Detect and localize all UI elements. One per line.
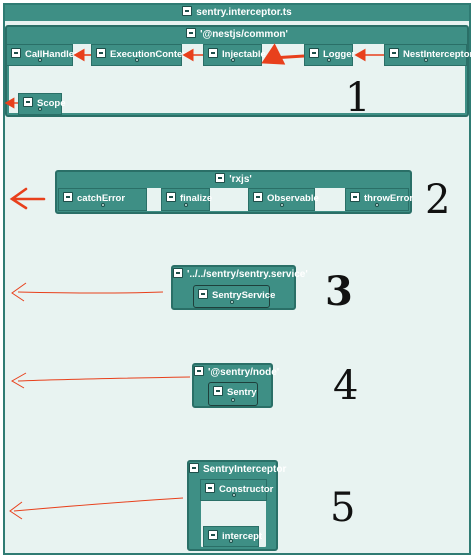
node-label: CallHandler: [25, 49, 78, 60]
node-callhandler[interactable]: CallHandler: [6, 44, 78, 66]
node-port[interactable]: [326, 58, 331, 62]
collapse-icon[interactable]: [208, 48, 218, 58]
annotation-number-4: 4: [333, 363, 359, 409]
node-port[interactable]: [100, 203, 105, 207]
collapse-icon[interactable]: [389, 48, 399, 58]
node-finalize[interactable]: finalize: [161, 188, 213, 211]
group-title: SentryInterceptor: [203, 464, 287, 475]
file-header[interactable]: sentry.interceptor.ts: [5, 6, 469, 20]
node-port[interactable]: [134, 58, 139, 62]
rxjs-gap: [210, 188, 248, 211]
node-intercept[interactable]: intercept: [203, 526, 263, 547]
group-header[interactable]: '@nestjs/common': [7, 28, 467, 42]
group-arrow: [9, 187, 46, 210]
collapse-icon[interactable]: [205, 483, 215, 493]
collapse-icon[interactable]: [96, 48, 106, 58]
node-label: catchError: [77, 193, 126, 204]
node-port[interactable]: [423, 58, 428, 62]
node-label: Logger: [323, 49, 356, 60]
node-sentry[interactable]: Sentry: [208, 382, 258, 406]
collapse-icon[interactable]: [350, 192, 360, 202]
node-label: finalize: [180, 193, 213, 204]
group-title: '../../sentry/sentry.service': [187, 269, 308, 280]
group-arrow: [11, 282, 164, 302]
annotation-number-5: 5: [330, 485, 356, 531]
node-observable[interactable]: Observable: [248, 188, 319, 211]
collapse-icon[interactable]: [182, 6, 193, 16]
collapse-icon[interactable]: [208, 530, 218, 540]
collapse-icon[interactable]: [253, 192, 263, 202]
node-port[interactable]: [183, 203, 188, 207]
annotation-number-3: 3: [325, 268, 353, 315]
node-port[interactable]: [229, 300, 234, 304]
collapse-icon[interactable]: [198, 289, 208, 299]
group-arrow: [11, 372, 191, 389]
group-title: '@sentry/node': [208, 367, 280, 378]
collapse-icon[interactable]: [215, 173, 226, 183]
group-header[interactable]: '../../sentry/sentry.service': [173, 268, 308, 282]
node-label: Sentry: [227, 387, 257, 398]
node-throwerror[interactable]: throwError: [345, 188, 413, 211]
annotation-number-2: 2: [425, 177, 451, 223]
collapse-icon[interactable]: [63, 192, 73, 202]
node-label: ExecutionContext: [110, 49, 191, 60]
node-port[interactable]: [231, 493, 236, 497]
collapse-icon[interactable]: [213, 386, 223, 396]
node-label: Scope: [37, 98, 66, 109]
node-injectable[interactable]: Injectable: [203, 44, 266, 66]
collapse-icon[interactable]: [309, 48, 319, 58]
group-header[interactable]: SentryInterceptor: [189, 463, 286, 477]
node-label: Observable: [267, 193, 319, 204]
file-title: sentry.interceptor.ts: [196, 7, 292, 18]
node-sentryservice[interactable]: SentryService: [193, 285, 275, 308]
collapse-icon[interactable]: [189, 463, 199, 473]
dependency-arrow: [261, 43, 305, 65]
node-port[interactable]: [229, 539, 233, 543]
collapse-icon[interactable]: [186, 28, 197, 38]
node-scope[interactable]: Scope: [18, 93, 66, 115]
node-label: NestInterceptor: [403, 49, 474, 60]
node-constructor[interactable]: Constructor: [200, 479, 273, 501]
node-port[interactable]: [38, 107, 42, 111]
collapse-icon[interactable]: [166, 192, 176, 202]
group-arrow: [9, 497, 184, 520]
node-port[interactable]: [37, 58, 42, 62]
group-title: 'rxjs': [229, 174, 252, 185]
group-header[interactable]: '@sentry/node': [194, 366, 279, 380]
node-port[interactable]: [375, 203, 379, 207]
annotation-number-1: 1: [345, 75, 371, 121]
node-label: SentryService: [212, 290, 276, 301]
node-logger[interactable]: Logger: [304, 44, 356, 66]
node-port[interactable]: [279, 203, 284, 207]
collapse-icon[interactable]: [194, 366, 204, 376]
collapse-icon[interactable]: [11, 48, 21, 58]
node-executioncontext[interactable]: ExecutionContext: [91, 44, 191, 66]
node-label: Constructor: [219, 484, 274, 495]
collapse-icon[interactable]: [23, 97, 33, 107]
node-catcherror[interactable]: catchError: [58, 188, 147, 211]
node-port[interactable]: [231, 398, 235, 402]
group-title: '@nestjs/common': [200, 29, 288, 40]
node-label: Injectable: [222, 49, 266, 60]
node-nestinterceptor[interactable]: NestInterceptor: [384, 44, 473, 66]
node-port[interactable]: [230, 58, 235, 62]
rxjs-gap: [147, 188, 161, 211]
node-label: throwError: [364, 193, 414, 204]
rxjs-gap: [315, 188, 345, 211]
group-header[interactable]: 'rxjs': [57, 173, 410, 187]
collapse-icon[interactable]: [173, 268, 183, 278]
node-label: intercept: [222, 531, 263, 542]
